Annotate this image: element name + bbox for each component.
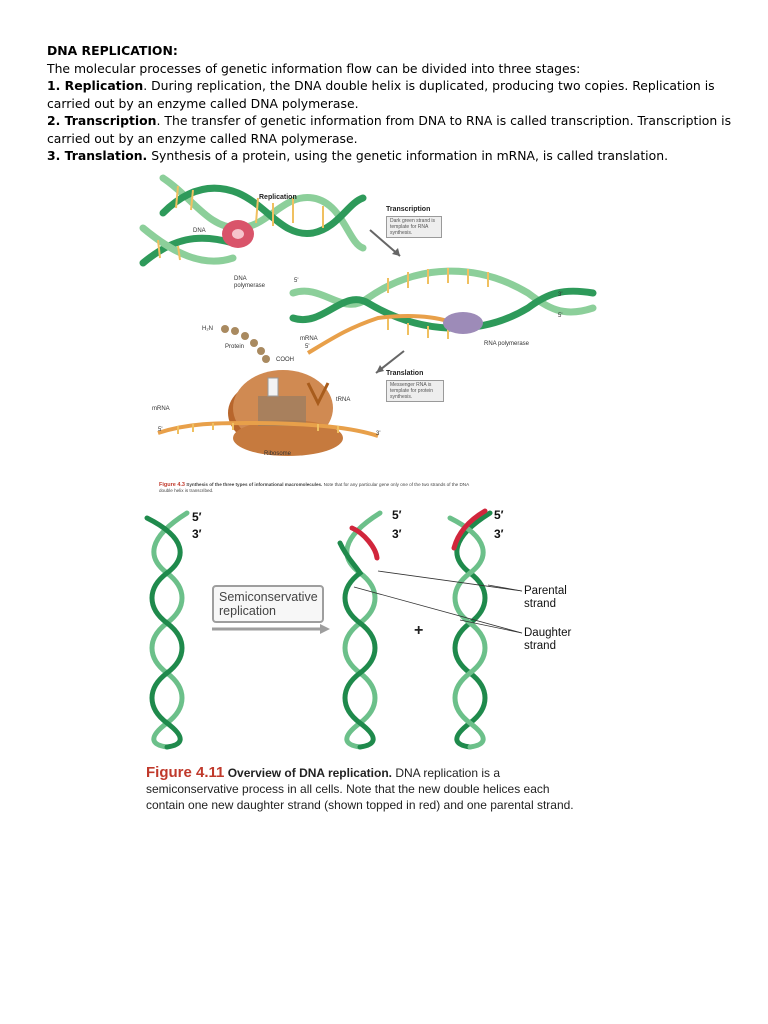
figure-4-11-caption: Figure 4.11 Overview of DNA replication.… <box>146 764 574 813</box>
label-5prime-b: 5' <box>558 313 563 319</box>
label-3prime-2: 3′ <box>392 527 402 541</box>
figure-4-3: Replication DNA DNA polymerase Transcrip… <box>118 168 604 500</box>
replication-base-pairs <box>157 185 324 261</box>
label-h2n: H₂N <box>202 326 213 332</box>
daughter-helix-right <box>447 508 493 750</box>
label-3prime-1: 3′ <box>192 527 202 541</box>
label-trna: tRNA <box>336 397 351 403</box>
label-3prime-a: 3' <box>558 292 563 298</box>
trna-shape <box>306 382 330 407</box>
parental-helix <box>144 510 190 750</box>
label-5prime-d: 5' <box>158 427 163 433</box>
mrna-bases <box>177 423 339 434</box>
label-5prime-a: 5' <box>294 278 299 284</box>
label-protein: Protein <box>225 344 245 350</box>
intro-lead: The molecular processes of genetic infor… <box>47 60 581 76</box>
intro-text: DNA REPLICATION: The molecular processes… <box>47 42 737 165</box>
stage-transcription: 2. Transcription. The transfer of geneti… <box>47 113 732 146</box>
transcription-note: Dark green strand is template for RNA sy… <box>386 216 442 238</box>
daughter-helix-left <box>337 510 383 750</box>
dna-polymerase-shape <box>222 220 254 248</box>
stage-replication: 1. Replication. During replication, the … <box>47 78 715 111</box>
label-3prime-3: 3′ <box>494 527 504 541</box>
protein-chain <box>221 325 270 363</box>
label-daughter-strand: Daughter strand <box>524 627 572 652</box>
replication-helix <box>139 174 367 267</box>
mrna-transcript <box>306 314 465 355</box>
label-rna-polymerase: RNA polymerase <box>484 341 530 347</box>
label-parental-strand: Parental strand <box>524 585 567 610</box>
label-5prime-3: 5′ <box>494 508 504 522</box>
figure-4-3-illustration <box>139 174 597 456</box>
label-5prime-2: 5′ <box>392 508 402 522</box>
transcription-bubble <box>289 267 597 332</box>
label-translation: Translation <box>386 370 424 377</box>
label-5prime-c: 5' <box>305 344 310 350</box>
plus-sign: + <box>414 622 424 639</box>
figure-4-11-illustration <box>144 508 523 750</box>
label-ribosome: Ribosome <box>264 451 292 457</box>
translation-note: Messenger RNA is template for protein sy… <box>386 380 444 402</box>
rna-polymerase-shape <box>443 312 483 334</box>
label-mrna-bottom: mRNA <box>152 406 170 412</box>
ribosome-mrna <box>157 420 379 438</box>
transcription-bases <box>387 268 489 339</box>
label-5prime-1: 5′ <box>192 510 202 524</box>
label-3prime-b: 3' <box>376 431 381 437</box>
label-replication: Replication <box>259 194 297 201</box>
label-mrna-top: mRNA <box>300 336 318 342</box>
figure-4-3-caption: Figure 4.3 Synthesis of the three types … <box>159 482 469 493</box>
label-transcription: Transcription <box>386 206 431 213</box>
stage-translation: 3. Translation. Synthesis of a protein, … <box>47 148 669 163</box>
leader-lines <box>353 570 523 634</box>
label-cooh: COOH <box>276 357 294 363</box>
ribosome-shape <box>228 370 343 456</box>
semiconservative-label-box: Semiconservative replication <box>212 585 324 623</box>
section-heading: DNA REPLICATION: <box>47 43 178 58</box>
figure-4-11: 5′ 3′ 5′ 3′ 5′ 3′ Semiconservative repli… <box>142 503 588 813</box>
label-dna-polymerase: DNA polymerase <box>234 276 266 289</box>
label-dna: DNA <box>193 228 206 234</box>
